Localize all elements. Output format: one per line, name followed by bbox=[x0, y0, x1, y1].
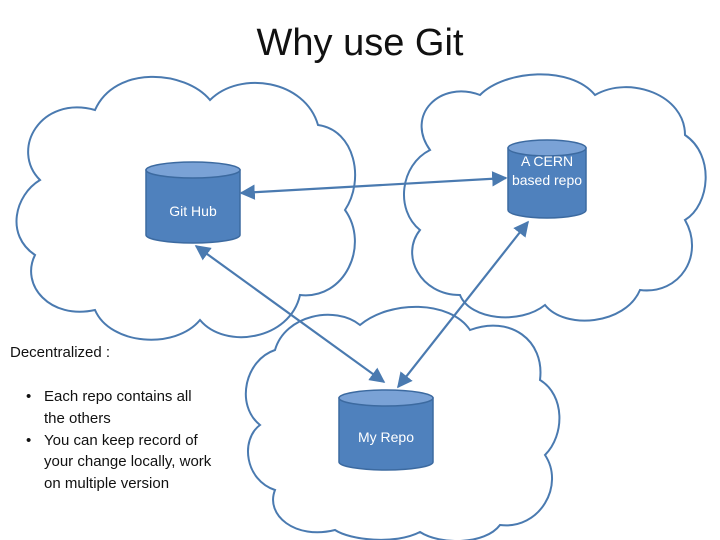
bullet-item: You can keep record of your change local… bbox=[24, 430, 214, 495]
slide-title: Why use Git bbox=[256, 22, 464, 64]
arrow-github-cern bbox=[239, 171, 508, 200]
arrow-github-my-repo bbox=[194, 245, 386, 383]
arrow-cern-my-repo bbox=[397, 220, 529, 389]
github-repo-cylinder bbox=[145, 161, 241, 244]
decentralized-heading: Decentralized : bbox=[10, 344, 111, 361]
bullet-item: Each repo contains all the others bbox=[24, 386, 214, 430]
cern-repo-label: A CERN based repo bbox=[511, 153, 583, 188]
my-repo-cylinder bbox=[338, 389, 434, 471]
github-repo-label: Git Hub bbox=[169, 203, 217, 219]
bullet-list: Each repo contains all the others You ca… bbox=[24, 386, 214, 495]
cern-repo-cylinder bbox=[507, 139, 587, 219]
my-repo-label: My Repo bbox=[357, 429, 415, 445]
